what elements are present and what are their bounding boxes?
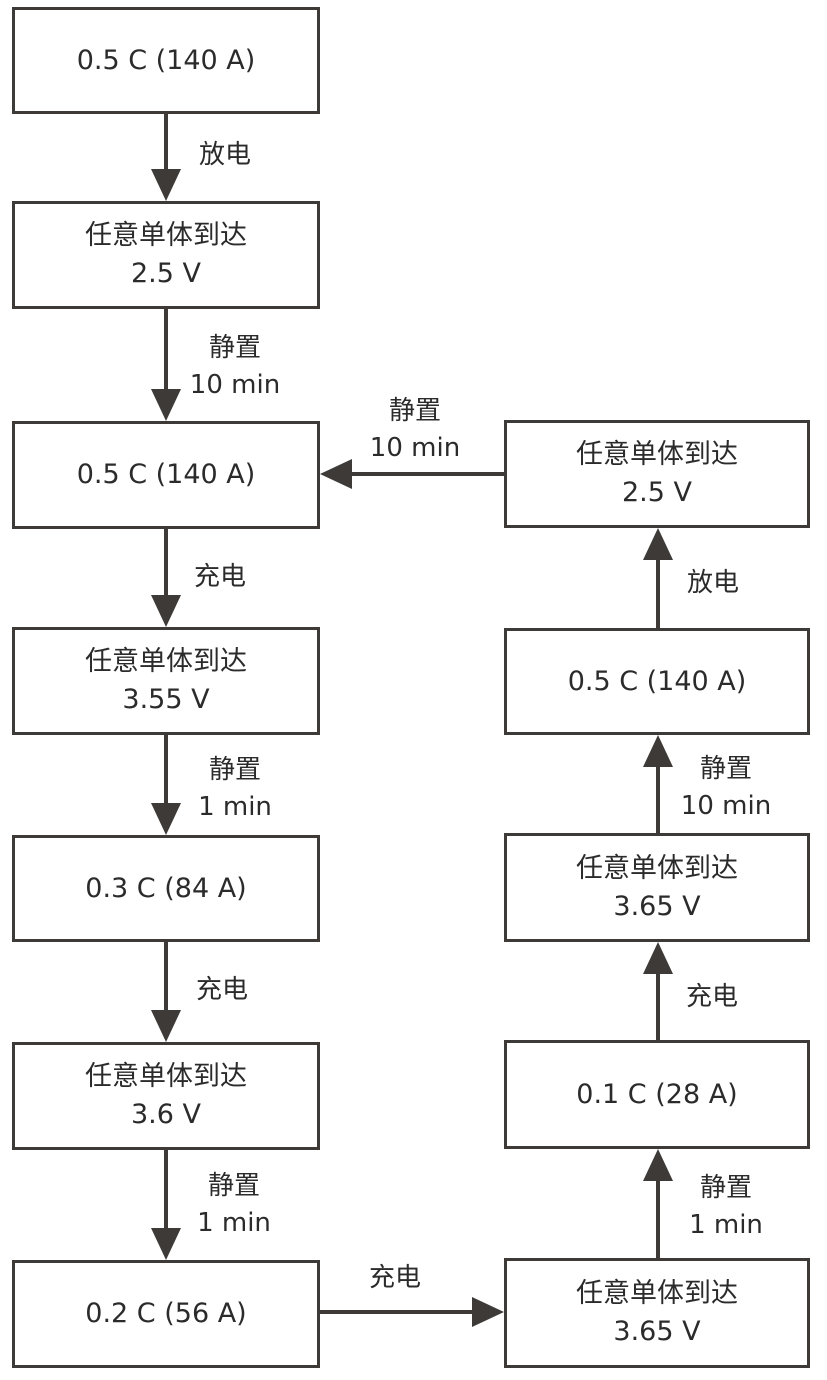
step-box-6-line-1: 任意单体到达 <box>85 1061 247 1092</box>
edge-label-4-line-1: 静置 <box>208 755 261 785</box>
edge-label-12-line-1: 静置 <box>388 396 441 426</box>
flow-arrow-3-head <box>151 595 181 627</box>
step-box-2-line-1: 任意单体到达 <box>85 220 247 251</box>
step-box-10: 任意单体到达 3.65 V <box>504 833 810 942</box>
edge-label-1: 放电 <box>185 137 265 174</box>
edge-label-10-line-1: 静置 <box>699 754 752 784</box>
flow-arrow-9-head <box>643 942 673 974</box>
step-box-7: 0.2 C (56 A) <box>12 1260 320 1368</box>
flow-arrow-11 <box>643 528 673 628</box>
edge-label-8-line-2: 1 min <box>689 1210 763 1240</box>
step-box-4: 任意单体到达 3.55 V <box>12 627 320 735</box>
edge-label-5: 充电 <box>182 972 262 1009</box>
edge-label-4-line-2: 1 min <box>198 792 272 822</box>
edge-label-2-line-1: 静置 <box>208 333 261 363</box>
flow-arrow-7-head <box>472 1297 504 1327</box>
edge-label-11-line-1: 放电 <box>686 568 739 598</box>
flow-arrow-7 <box>320 1297 504 1327</box>
flow-arrow-10 <box>643 735 673 833</box>
step-box-2: 任意单体到达 2.5 V <box>12 201 320 309</box>
step-box-10-line-2: 3.65 V <box>613 890 701 922</box>
edge-label-2: 静置 10 min <box>175 330 295 404</box>
flow-arrow-9 <box>643 942 673 1040</box>
edge-label-12: 静置 10 min <box>355 393 475 467</box>
step-box-5-line-1: 0.3 C (84 A) <box>85 872 247 904</box>
edge-label-6-line-2: 1 min <box>197 1208 271 1238</box>
step-box-10-line-1: 任意单体到达 <box>576 852 738 884</box>
edge-label-11: 放电 <box>673 565 753 602</box>
edge-label-9: 充电 <box>672 979 752 1016</box>
edge-label-3-line-1: 充电 <box>193 562 246 592</box>
edge-label-5-line-1: 充电 <box>195 975 248 1005</box>
step-box-4-line-2: 3.55 V <box>122 684 210 715</box>
step-box-1-line-1: 0.5 C (140 A) <box>76 44 256 76</box>
step-box-9-line-1: 0.1 C (28 A) <box>576 1078 738 1110</box>
flow-arrow-5 <box>151 942 181 1042</box>
flow-arrow-1-head <box>151 169 181 201</box>
step-box-8: 任意单体到达 3.65 V <box>504 1258 810 1368</box>
step-box-11: 0.5 C (140 A) <box>504 628 810 735</box>
flow-arrow-8 <box>643 1149 673 1258</box>
flow-arrow-2 <box>151 309 181 421</box>
edge-label-1-line-1: 放电 <box>198 140 251 170</box>
step-box-3-line-1: 0.5 C (140 A) <box>76 459 256 490</box>
step-box-2-line-2: 2.5 V <box>131 258 201 289</box>
edge-label-2-line-2: 10 min <box>189 370 281 400</box>
flow-arrow-4-head <box>151 803 181 835</box>
flow-arrow-12-head <box>320 459 352 489</box>
step-box-1: 0.5 C (140 A) <box>12 7 320 114</box>
edge-label-8-line-1: 静置 <box>699 1173 752 1203</box>
flow-arrow-11-head <box>643 528 673 560</box>
edge-label-7-line-1: 充电 <box>368 1263 421 1293</box>
flow-arrow-5-head <box>151 1010 181 1042</box>
flow-arrow-8-head <box>643 1149 673 1181</box>
step-box-4-line-1: 任意单体到达 <box>85 646 247 677</box>
edge-label-4: 静置 1 min <box>185 752 285 826</box>
step-box-8-line-2: 3.65 V <box>613 1316 701 1347</box>
edge-label-12-line-2: 10 min <box>369 433 461 463</box>
flow-arrow-6 <box>151 1150 181 1260</box>
step-box-6-line-2: 3.6 V <box>131 1099 201 1130</box>
edge-label-6-line-1: 静置 <box>207 1171 260 1201</box>
step-box-12-line-1: 任意单体到达 <box>576 439 738 470</box>
step-box-6: 任意单体到达 3.6 V <box>12 1042 320 1150</box>
step-box-11-line-1: 0.5 C (140 A) <box>567 665 747 697</box>
edge-label-7: 充电 <box>355 1260 435 1297</box>
edge-label-6: 静置 1 min <box>184 1168 284 1242</box>
flow-arrow-6-head <box>151 1228 181 1260</box>
step-box-8-line-1: 任意单体到达 <box>576 1278 738 1309</box>
edge-label-10: 静置 10 min <box>666 751 786 825</box>
edge-label-8: 静置 1 min <box>676 1170 776 1244</box>
edge-label-3: 充电 <box>180 559 260 596</box>
step-box-3: 0.5 C (140 A) <box>12 421 320 529</box>
flow-arrow-10-head <box>643 735 673 767</box>
step-box-7-line-1: 0.2 C (56 A) <box>85 1298 247 1329</box>
flow-arrow-4 <box>151 735 181 835</box>
edge-label-10-line-2: 10 min <box>680 791 772 821</box>
flow-arrow-12 <box>320 459 504 489</box>
step-box-5: 0.3 C (84 A) <box>12 835 320 942</box>
step-box-9: 0.1 C (28 A) <box>504 1040 810 1149</box>
edge-label-9-line-1: 充电 <box>685 982 738 1012</box>
step-box-12: 任意单体到达 2.5 V <box>504 420 810 528</box>
flow-arrow-1 <box>151 114 181 201</box>
flow-arrow-2-head <box>151 389 181 421</box>
step-box-12-line-2: 2.5 V <box>622 477 692 508</box>
flow-arrow-3 <box>151 529 181 627</box>
